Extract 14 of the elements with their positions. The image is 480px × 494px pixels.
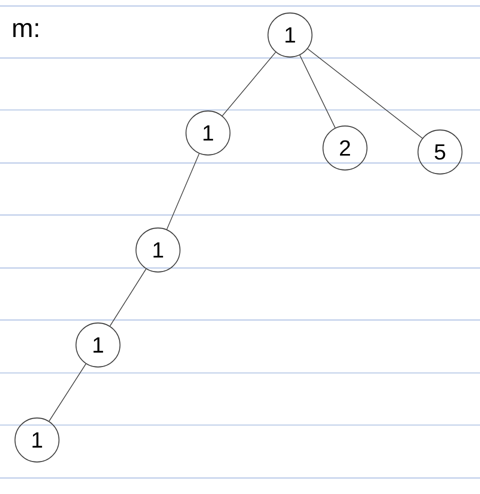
tree-edge [222,52,276,116]
tree-edge [48,363,86,422]
tree-node: 1 [268,12,312,58]
tree-edge [166,153,200,230]
tree-edge [110,268,146,326]
tree-edge [299,54,336,128]
tree-node: 2 [322,126,368,170]
tree-node: 1 [136,228,180,272]
handwritten-text: m: [13,23,38,37]
tree-node: 1 [14,418,60,462]
tree-edge [307,48,423,139]
tree-node: 5 [418,130,462,174]
tree-node: 1 [76,322,120,368]
tree-node: 1 [186,110,230,156]
